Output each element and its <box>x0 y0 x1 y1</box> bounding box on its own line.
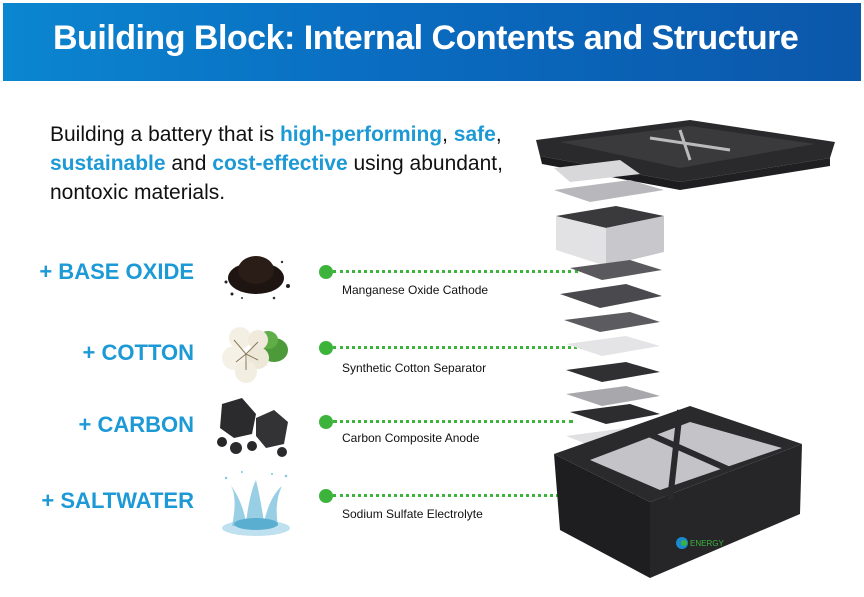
connector-line <box>333 346 583 349</box>
component-label-electrolyte: Sodium Sulfate Electrolyte <box>342 507 483 521</box>
water-splash-image <box>222 471 290 536</box>
company-logo: ENERGY <box>676 537 724 549</box>
intro-segment: Building a battery that is <box>50 123 280 146</box>
stack-plate <box>560 284 662 308</box>
intro-highlight: sustainable <box>50 152 166 175</box>
exploded-battery-stack-image: ENERGY <box>536 120 835 578</box>
intro-segment: using abundant, nontoxic materials. <box>50 152 503 204</box>
component-label-separator: Synthetic Cotton Separator <box>342 361 487 375</box>
stack-plate <box>554 160 640 182</box>
cell-block <box>556 206 664 266</box>
battery-lid <box>536 120 835 190</box>
connector-line <box>333 270 578 273</box>
stack-plate <box>570 260 662 280</box>
connector-dot <box>319 341 333 355</box>
stack-plate <box>554 180 664 202</box>
connector-line <box>333 420 573 423</box>
connector-dot <box>319 265 333 279</box>
connector-line <box>333 494 668 497</box>
logo-text: ENERGY <box>690 539 724 548</box>
stack-plate <box>566 362 660 382</box>
connector-dot <box>319 489 333 503</box>
stack-plate <box>566 386 660 406</box>
intro-segment: and <box>165 152 213 175</box>
title-banner: Building Block: Internal Contents and St… <box>3 3 861 81</box>
battery-base-tray <box>554 406 802 578</box>
cotton-boll-image <box>222 327 288 383</box>
intro-text: Building a battery that is high-performi… <box>50 120 530 207</box>
intro-highlight: cost-effective <box>212 152 348 175</box>
stack-plate <box>570 404 660 424</box>
intro-highlight: high-performing <box>279 123 443 146</box>
component-label-cathode: Manganese Oxide Cathode <box>342 283 489 297</box>
material-label-carbon: + CARBON <box>78 412 194 437</box>
component-label-anode: Carbon Composite Anode <box>342 431 480 445</box>
carbon-chunks-image <box>217 398 288 457</box>
intro-highlight: safe <box>453 123 496 146</box>
connector-dot <box>319 415 333 429</box>
intro-segment: , <box>442 123 454 146</box>
intro-segment: , <box>495 123 502 146</box>
stack-plate <box>566 336 660 356</box>
material-label-saltwater: + SALTWATER <box>41 488 194 513</box>
material-label-base-oxide: + BASE OXIDE <box>39 259 194 284</box>
material-label-cotton: + COTTON <box>82 340 194 365</box>
page-title: Building Block: Internal Contents and St… <box>53 19 799 57</box>
stack-plate <box>564 312 660 332</box>
manganese-oxide-powder-image <box>224 256 290 300</box>
